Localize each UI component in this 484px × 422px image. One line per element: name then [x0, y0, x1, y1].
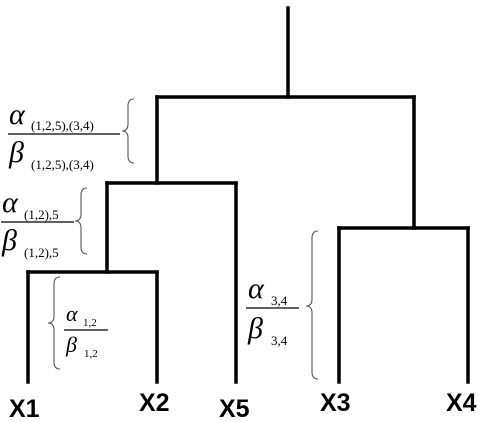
beta-subscript: 1,2: [84, 348, 98, 360]
x3x4-brace: [305, 230, 319, 380]
leaf-label-x5: X5: [219, 395, 250, 422]
beta-symbol: β: [8, 136, 24, 169]
leaf-labels: X1 X2 X5 X3 X4: [9, 389, 477, 422]
left-mid-brace: [74, 187, 88, 255]
alpha-symbol: α: [248, 272, 265, 305]
root-brace: [121, 98, 135, 164]
alpha-symbol: α: [9, 98, 26, 131]
leaf-label-x1: X1: [9, 395, 40, 422]
x1x2-brace: [47, 276, 61, 370]
param-left-mid: α (1,2),5 β (1,2),5: [1, 186, 74, 260]
leaf-label-x2: X2: [139, 389, 170, 417]
leaf-label-x4: X4: [446, 389, 477, 417]
beta-subscript: (1,2),5: [24, 245, 59, 260]
beta-subscript: (1,2,5),(3,4): [31, 157, 94, 172]
dendrogram-tree: [26, 6, 470, 384]
param-x3x4: α 3,4 β 3,4: [246, 272, 299, 348]
alpha-subscript: 1,2: [83, 317, 97, 329]
param-root: α (1,2,5),(3,4) β (1,2,5),(3,4): [8, 98, 120, 172]
alpha-subscript: (1,2),5: [24, 207, 59, 222]
braces: [47, 98, 319, 380]
alpha-symbol: α: [2, 186, 19, 219]
beta-symbol: β: [65, 332, 77, 357]
alpha-subscript: 3,4: [271, 293, 288, 308]
param-x1x2: α 1,2 β 1,2: [64, 301, 108, 360]
leaf-label-x3: X3: [320, 389, 351, 417]
alpha-symbol: α: [66, 301, 78, 326]
beta-symbol: β: [1, 224, 17, 257]
beta-symbol: β: [247, 312, 263, 345]
alpha-subscript: (1,2,5),(3,4): [31, 118, 94, 133]
beta-subscript: 3,4: [271, 333, 288, 348]
